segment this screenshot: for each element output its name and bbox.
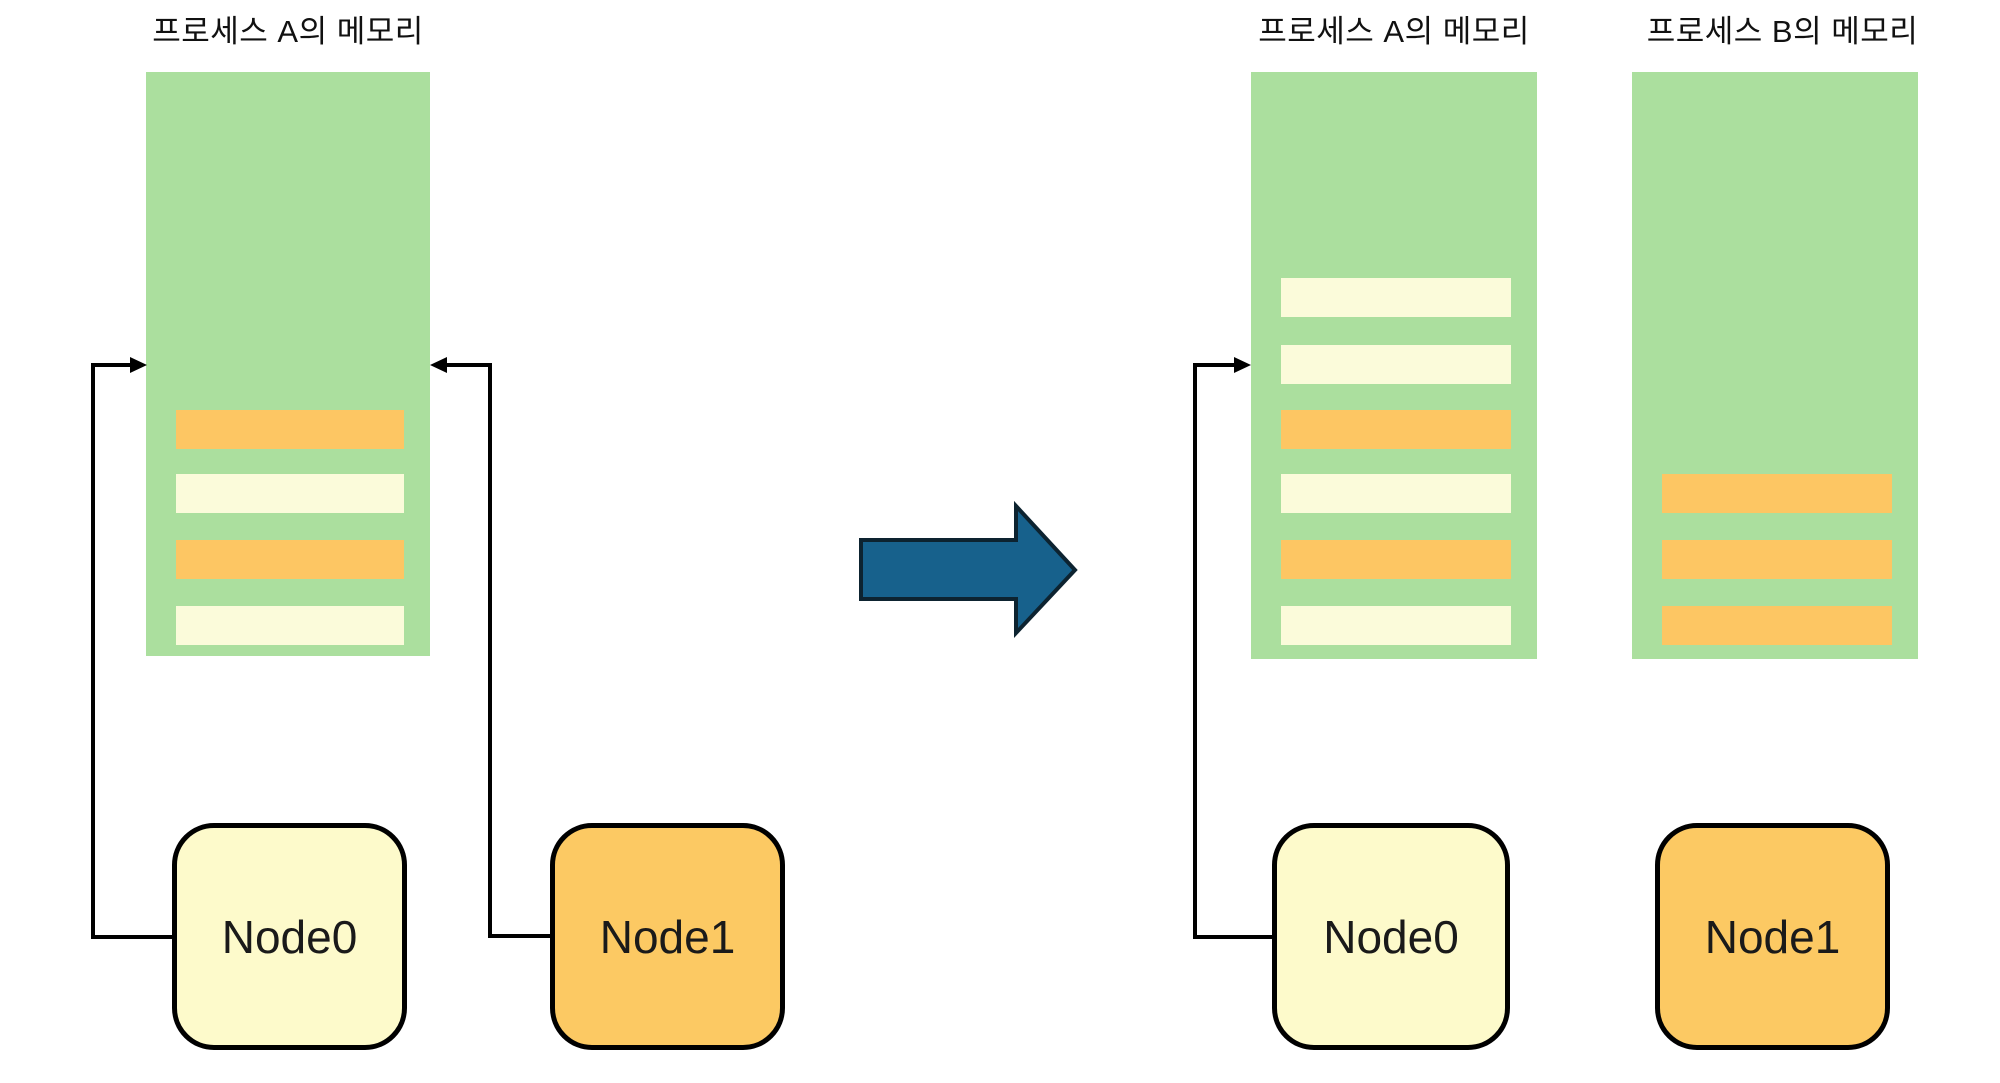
memory-stripe-orange [176,410,404,449]
before-process-a-memory [146,72,430,656]
before-process-a-title: 프로세스 A의 메모리 [152,14,424,49]
after-process-a-title: 프로세스 A의 메모리 [1258,14,1530,49]
after-node0-arrow-shaft [1193,363,1235,367]
before-node0-label: Node0 [221,910,358,963]
after-node0-arrowhead-icon [1234,357,1251,373]
before-node1-box: Node1 [550,823,785,1050]
before-node0-arrowhead-icon [130,357,147,373]
memory-stripe-pale_yellow [1281,606,1511,645]
memory-stripe-pale_yellow [1281,345,1511,384]
before-node0-connector-horizontal [91,935,172,939]
after-process-b-memory [1632,72,1918,659]
transition-arrow-icon [859,500,1078,639]
after-node0-box: Node0 [1272,823,1510,1050]
memory-stripe-pale_yellow [176,474,404,513]
memory-stripe-pale_yellow [1281,278,1511,317]
after-node1-label: Node1 [1704,910,1841,963]
memory-stripe-orange [1662,606,1892,645]
before-node0-connector-vertical [91,363,95,939]
after-node0-connector-horizontal [1193,935,1272,939]
after-node0-label: Node0 [1323,910,1459,963]
after-node1-box: Node1 [1655,823,1890,1050]
memory-stripe-pale_yellow [1281,474,1511,513]
before-node1-arrow-shaft [447,363,492,367]
before-node0-box: Node0 [172,823,407,1050]
after-process-a-memory [1251,72,1537,659]
before-node1-connector-vertical [488,363,492,938]
memory-stripe-orange [1281,410,1511,449]
memory-stripe-orange [176,540,404,579]
before-node0-arrow-shaft [91,363,132,367]
before-node1-connector-horizontal [488,934,550,938]
memory-stripe-orange [1662,540,1892,579]
after-process-b-title: 프로세스 B의 메모리 [1646,14,1919,49]
memory-stripe-orange [1662,474,1892,513]
memory-stripe-pale_yellow [176,606,404,645]
after-node0-connector-vertical [1193,363,1197,939]
before-node1-arrowhead-icon [430,357,447,373]
before-node1-label: Node1 [599,910,736,963]
memory-stripe-orange [1281,540,1511,579]
